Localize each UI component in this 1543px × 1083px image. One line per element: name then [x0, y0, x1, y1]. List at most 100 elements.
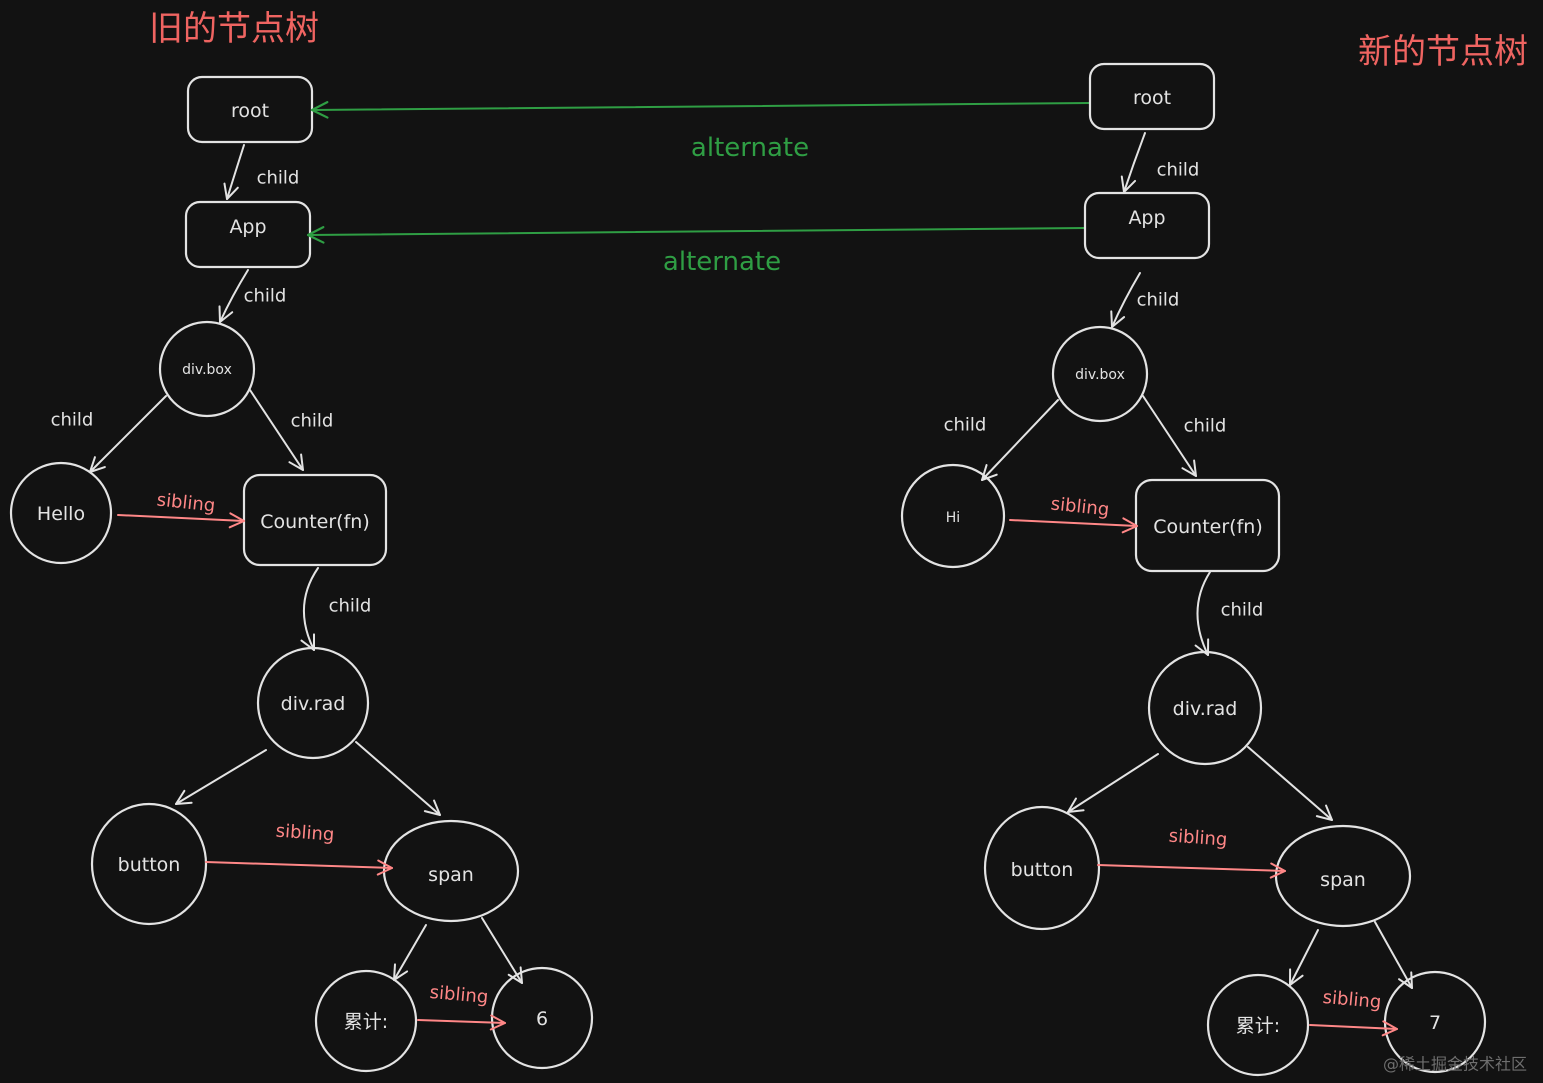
- new-div-box-to-counter-arrow: [1142, 395, 1197, 477]
- new-button-to-span-sibling-arrow: [1097, 862, 1286, 879]
- new-div-box-node: div.box: [1051, 325, 1149, 423]
- old-app-node: App: [184, 200, 312, 269]
- new-div-box-circle: [1051, 325, 1149, 423]
- old-app-label: App: [229, 216, 266, 238]
- new-root-to-app-arrow: [1120, 132, 1146, 193]
- new-app-box: [1083, 191, 1211, 260]
- old-label-text-circle: [314, 969, 418, 1073]
- old-counter-to-div-rad-label: child: [329, 596, 372, 617]
- root-alternate-arrow: [310, 101, 1091, 119]
- new-button-node: button: [983, 805, 1101, 931]
- old-div-box-node: div.box: [158, 320, 256, 418]
- old-div-rad-node: div.rad: [256, 646, 370, 760]
- new-button-to-span-label: sibling: [1168, 825, 1228, 850]
- new-label-text-to-count-sibling-arrow: [1309, 1020, 1398, 1037]
- old-tree: 旧的节点树 root App div.box Hello Counter(fn)…: [9, 9, 594, 1073]
- new-span-to-label-text-arrow: [1289, 929, 1319, 986]
- new-div-box-to-counter-label: child: [1184, 416, 1227, 437]
- new-app-label: App: [1128, 207, 1165, 229]
- new-text-node: Hi: [900, 463, 1006, 569]
- new-div-box-to-text-arrow: [981, 399, 1059, 481]
- watermark: @稀土掘金技术社区: [1383, 1055, 1527, 1074]
- new-text-node-label: Hi: [946, 510, 960, 526]
- old-counter-to-div-rad-arrow: [300, 567, 319, 651]
- new-root-label: root: [1133, 87, 1171, 109]
- new-button-label: button: [1011, 859, 1074, 881]
- new-span-node: span: [1274, 824, 1412, 928]
- new-div-rad-label: div.rad: [1173, 698, 1238, 720]
- old-button-circle: [90, 802, 208, 926]
- old-div-box-circle: [158, 320, 256, 418]
- old-counter-label: Counter(fn): [260, 511, 369, 533]
- old-tree-title: 旧的节点树: [149, 9, 319, 49]
- old-button-node: button: [90, 802, 208, 926]
- old-count-node: 6: [490, 966, 594, 1070]
- old-root-to-app-label: child: [257, 168, 300, 189]
- old-div-rad-to-span-arrow: [355, 741, 441, 816]
- new-counter-to-div-rad-label: child: [1221, 600, 1264, 621]
- old-button-label: button: [118, 854, 181, 876]
- new-text-node-circle: [900, 463, 1006, 569]
- old-button-to-span-label: sibling: [275, 820, 335, 845]
- old-div-rad-label: div.rad: [281, 693, 346, 715]
- old-span-to-count-arrow: [481, 917, 523, 984]
- new-div-box-to-text-label: child: [944, 415, 987, 436]
- old-count-label: 6: [536, 1008, 548, 1030]
- old-div-box-label: div.box: [182, 362, 232, 378]
- old-text-to-counter-sibling-arrow: [117, 512, 245, 529]
- old-span-node: span: [382, 819, 520, 923]
- new-root-node: root: [1088, 62, 1216, 131]
- old-div-box-to-counter-arrow: [249, 389, 304, 471]
- new-tree-title: 新的节点树: [1358, 32, 1528, 72]
- old-span-label: span: [428, 864, 474, 886]
- new-div-box-label: div.box: [1075, 367, 1125, 383]
- new-app-node: App: [1083, 191, 1211, 260]
- new-label-text-to-count-label: sibling: [1322, 987, 1382, 1013]
- new-counter-node: Counter(fn): [1134, 478, 1281, 573]
- alternate-links: alternate alternate: [306, 101, 1091, 277]
- new-counter-to-div-rad-arrow: [1194, 571, 1211, 656]
- old-counter-node: Counter(fn): [242, 473, 388, 567]
- old-root-to-app-arrow: [223, 144, 245, 200]
- old-span-to-label-text-arrow: [393, 924, 427, 981]
- old-div-rad-to-button-arrow: [175, 749, 267, 805]
- new-app-to-div-box-arrow: [1110, 272, 1141, 328]
- old-button-to-span-sibling-arrow: [205, 859, 393, 876]
- old-root-node: root: [186, 75, 314, 144]
- new-label-text-circle: [1206, 973, 1310, 1077]
- new-span-label: span: [1320, 869, 1366, 891]
- old-label-text-to-count-label: sibling: [429, 982, 489, 1008]
- new-tree: 新的节点树 root App div.box Hi Counter(fn) di…: [900, 32, 1528, 1077]
- old-app-to-div-box-arrow: [218, 269, 249, 323]
- new-counter-label: Counter(fn): [1153, 516, 1262, 538]
- app-alternate-label: alternate: [663, 247, 781, 277]
- new-text-to-counter-sibling-arrow: [1009, 517, 1138, 534]
- old-div-box-to-counter-label: child: [291, 411, 334, 432]
- old-text-node-label: Hello: [37, 503, 85, 525]
- old-text-to-counter-label: sibling: [156, 489, 217, 516]
- app-alternate-arrow: [306, 226, 1086, 244]
- new-div-rad-to-button-arrow: [1067, 753, 1159, 813]
- new-root-box: [1088, 62, 1216, 131]
- new-label-text-node: 累计:: [1206, 973, 1310, 1077]
- old-app-to-div-box-label: child: [244, 286, 287, 307]
- new-span-to-count-arrow: [1374, 921, 1413, 989]
- old-text-node-circle: [9, 461, 113, 565]
- old-label-text-label: 累计:: [344, 1011, 388, 1033]
- old-root-label: root: [231, 100, 269, 122]
- new-root-to-app-label: child: [1157, 160, 1200, 181]
- new-div-rad-to-span-arrow: [1247, 746, 1333, 821]
- new-app-to-div-box-label: child: [1137, 290, 1180, 311]
- old-label-text-to-count-sibling-arrow: [417, 1014, 506, 1031]
- new-text-to-counter-label: sibling: [1050, 493, 1111, 520]
- old-text-node: Hello: [9, 461, 113, 565]
- old-label-text-node: 累计:: [314, 969, 418, 1073]
- new-button-circle: [983, 805, 1101, 931]
- root-alternate-label: alternate: [691, 133, 809, 163]
- new-label-text-label: 累计:: [1236, 1015, 1280, 1037]
- old-div-box-to-text-label: child: [51, 410, 94, 431]
- old-div-box-to-text-arrow: [89, 395, 167, 473]
- new-count-label: 7: [1429, 1012, 1441, 1034]
